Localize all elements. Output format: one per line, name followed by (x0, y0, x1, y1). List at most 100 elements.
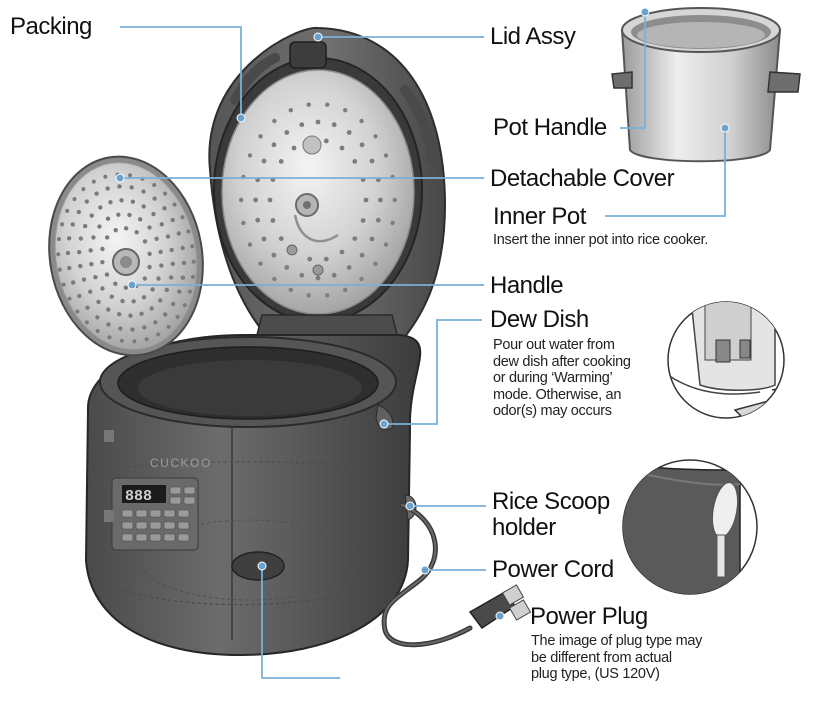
panel-button (163, 533, 176, 542)
perforation-hole (299, 122, 305, 128)
perforation-hole (147, 251, 152, 257)
perforation-hole (77, 293, 82, 299)
perforation-hole (89, 213, 94, 218)
perforation-hole (156, 276, 161, 281)
perforation-hole (339, 145, 345, 151)
control-panel: 888 (104, 430, 199, 551)
perforation-hole (258, 134, 263, 139)
brand-logo: CUCKOO (150, 456, 212, 470)
panel-button (163, 521, 176, 530)
perforation-hole (284, 265, 290, 270)
perforation-hole (191, 259, 196, 264)
perforation-hole (323, 138, 329, 144)
perforation-hole (306, 293, 311, 298)
perforation-hole (331, 122, 337, 128)
perforation-hole (267, 197, 273, 203)
perforation-hole (352, 236, 358, 242)
perforation-hole (343, 287, 348, 292)
perforation-hole (142, 325, 147, 330)
perforation-hole (346, 265, 352, 270)
label-lid-assy: Lid Assy (490, 23, 576, 50)
leader-packing (120, 26, 242, 118)
perforation-hole (272, 118, 277, 124)
detachable-cover-disc (48, 155, 204, 357)
perforation-hole (100, 246, 105, 252)
perforation-hole (190, 244, 195, 249)
perforation-hole (78, 236, 84, 241)
panel-button (149, 509, 162, 518)
perforation-hole (352, 159, 358, 164)
cover-perforations (56, 172, 196, 344)
perforation-hole (343, 108, 348, 113)
note-dew-dish-line: Pour out water from (493, 337, 615, 353)
perforation-hole (261, 158, 267, 164)
perforation-hole (307, 256, 313, 262)
perforation-hole (191, 274, 196, 279)
note-power-plug-line: be different from actual (531, 649, 672, 666)
perforation-hole (82, 223, 88, 229)
perforation-hole (128, 173, 133, 178)
perforation-hole (241, 220, 246, 226)
perforation-hole (258, 261, 263, 266)
perforation-hole (106, 322, 111, 327)
note-dew-dish-line: mode. Otherwise, an (493, 386, 622, 403)
lid-hinge (289, 41, 327, 69)
perforation-hole (139, 311, 144, 316)
perforation-hole (75, 309, 80, 314)
perforation-hole (299, 272, 305, 278)
perforation-hole (291, 145, 297, 151)
inner-pot-illustration (611, 7, 801, 163)
perforation-hole (271, 252, 277, 258)
panel-button (121, 533, 134, 542)
perforation-hole (100, 286, 105, 291)
rice-scoop-inset (622, 459, 758, 595)
perforation-hole (57, 267, 62, 272)
perforation-hole (91, 179, 96, 184)
perforation-hole (104, 235, 110, 240)
leader-bottom (261, 566, 340, 679)
perforation-hole (118, 326, 123, 331)
perforation-hole (176, 231, 182, 236)
perforation-hole (154, 236, 159, 241)
note-power-plug-line: The image of plug type may (531, 633, 703, 649)
perforation-hole (67, 296, 72, 301)
panel-button (183, 496, 196, 505)
perforation-hole (359, 118, 364, 124)
perforation-hole (70, 280, 76, 285)
perforation-hole (288, 108, 293, 113)
perforation-hole (383, 242, 389, 247)
perforation-hole (306, 102, 311, 107)
perforation-hole (315, 119, 321, 125)
perforation-hole (172, 202, 177, 207)
label-packing: Packing (10, 13, 92, 40)
perforation-hole (369, 158, 375, 164)
perforation-hole (378, 197, 383, 203)
note-dew-dish-line: odor(s) may occurs (493, 403, 612, 419)
perforation-hole (116, 212, 121, 217)
perforation-hole (88, 248, 93, 253)
perforation-hole (325, 293, 330, 298)
perforation-hole (359, 252, 365, 258)
perforation-hole (132, 339, 137, 344)
perforation-hole (67, 265, 72, 271)
perforation-hole (76, 209, 81, 215)
perforation-hole (65, 250, 71, 256)
perforation-hole (66, 236, 72, 241)
perforation-hole (127, 212, 132, 218)
perforation-hole (85, 305, 90, 310)
panel-button (135, 533, 148, 542)
panel-button (135, 509, 148, 518)
perforation-hole (373, 134, 378, 139)
perforation-hole (369, 236, 375, 242)
perforation-hole (325, 102, 330, 107)
perforation-hole (128, 313, 133, 318)
perforation-hole (89, 261, 94, 267)
perforation-hole (182, 303, 187, 308)
perforation-hole (107, 335, 112, 340)
panel-button (121, 521, 134, 530)
perforation-hole (150, 287, 155, 292)
perforation-hole (95, 329, 100, 334)
perforation-hole (255, 217, 261, 223)
perforation-hole (123, 226, 129, 231)
perforation-hole (72, 197, 77, 202)
